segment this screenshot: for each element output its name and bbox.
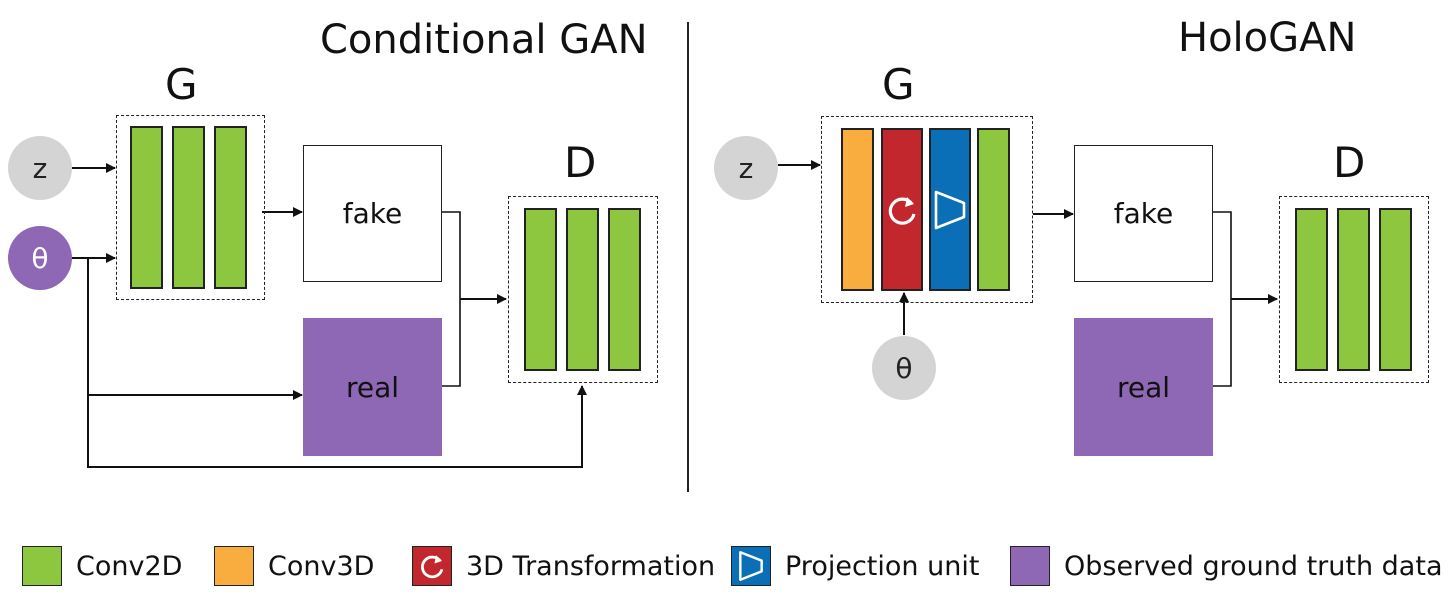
- legend-item-conv2d: Conv2D: [22, 546, 182, 586]
- real-sample-box-right: real: [1074, 318, 1213, 456]
- legend-label: Conv3D: [268, 550, 375, 582]
- conv2d-layer: [1295, 208, 1328, 371]
- legend-item-conv3d: Conv3D: [214, 546, 374, 586]
- conv2d-layer: [172, 126, 205, 289]
- line-fake-real-merge-left: [442, 211, 461, 387]
- rotation-icon: [888, 196, 916, 225]
- conv3d-layer: [841, 128, 874, 291]
- legend-item-observed-data: Observed ground truth data: [1010, 546, 1443, 586]
- section-divider: [687, 22, 689, 492]
- line-fake-real-merge-right: [1213, 211, 1232, 387]
- generator-label-left: G: [165, 60, 198, 109]
- legend-label: Projection unit: [785, 550, 980, 582]
- fake-sample-box-left: fake: [303, 145, 442, 282]
- conv2d-layer: [130, 126, 163, 289]
- legend-item-projection-unit: Projection unit: [731, 546, 979, 586]
- conv2d-swatch: [22, 546, 62, 586]
- generator-block-left: [116, 115, 265, 300]
- z-input-node-right: z: [714, 136, 778, 200]
- projection-icon: [731, 546, 771, 586]
- conv2d-layer: [524, 208, 557, 371]
- rotation-icon: [412, 546, 452, 586]
- discriminator-label-left: D: [564, 138, 597, 187]
- theta-input-node-left: θ: [8, 226, 72, 290]
- generator-block-right: [821, 116, 1033, 303]
- z-input-node-left: z: [8, 136, 72, 200]
- 3d-transformation-layer: [881, 128, 923, 291]
- line-theta-down-left: [87, 258, 587, 468]
- projection-unit-layer: [929, 128, 971, 291]
- legend-label: Conv2D: [76, 550, 183, 582]
- projection-icon: [934, 190, 966, 229]
- hologan-title: HoloGAN: [1178, 15, 1357, 61]
- conv2d-layer: [608, 208, 641, 371]
- generator-label-right: G: [882, 60, 915, 109]
- conditional-gan-title: Conditional GAN: [320, 17, 648, 63]
- real-sample-box-left: real: [303, 318, 442, 456]
- conv2d-layer: [214, 126, 247, 289]
- legend-label: 3D Transformation: [466, 550, 716, 582]
- discriminator-label-right: D: [1333, 138, 1366, 187]
- fake-sample-box-right: fake: [1074, 145, 1213, 282]
- conv2d-layer: [977, 128, 1010, 291]
- conv2d-layer: [1337, 208, 1370, 371]
- conv3d-swatch: [214, 546, 254, 586]
- conv2d-layer: [566, 208, 599, 371]
- ground-truth-swatch: [1010, 546, 1050, 586]
- legend-item-3d-transformation: 3D Transformation: [412, 546, 715, 586]
- discriminator-block-left: [508, 196, 658, 383]
- discriminator-block-right: [1279, 196, 1429, 383]
- conv2d-layer: [1379, 208, 1412, 371]
- theta-input-node-right: θ: [872, 336, 936, 400]
- legend-label: Observed ground truth data: [1064, 550, 1443, 582]
